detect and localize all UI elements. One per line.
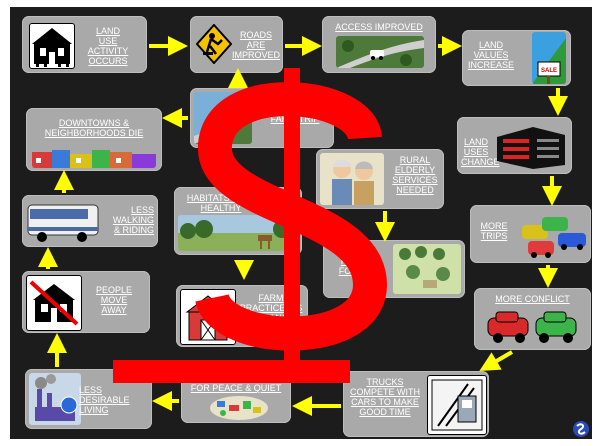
step-access-improved-label: ACCESS IMPROVED [335,22,423,32]
step-less-desirable-label: LESS DESIRABLE LIVING [79,385,130,415]
step-trucks-compete: TRUCKS COMPETE WITH CARS TO MAKE GOOD TI… [343,371,489,437]
buildings-icon [493,123,569,169]
car-road-icon [336,36,424,68]
step-land-values: LAND VALUES INCREASE SALE [462,30,571,86]
arrow-7 [479,350,514,372]
step-land-use: LAND USE ACTIVITY OCCURS [22,16,147,73]
step-more-conflict: MORE CONFLICT [474,288,591,350]
step-less-desirable: LESS DESIRABLE LIVING [25,369,152,429]
forest-map-icon [393,244,461,294]
step-peace-quiet-label: FOR PEACE & QUIET [190,383,282,393]
car-crash-icon [484,306,582,348]
step-downtowns: DOWNTOWNS & NEIGHBORHOODS DIE [26,108,162,171]
step-habitats-label: HABITATS LESS HEALTHY [186,193,256,213]
step-roads-improved-label: ROADS ARE IMPROVED [232,30,281,60]
step-less-walking: LESS WALKING & RIDING [22,195,158,247]
road-worker-sign-icon [196,24,232,64]
truck-icon [427,375,487,435]
elderly-couple-icon [320,153,384,205]
step-more-trips-label: MORE TRIPS [480,221,508,241]
svg-text:SALE: SALE [541,68,557,74]
step-less-walking-label: LESS WALKING & RIDING [112,205,154,235]
step-land-values-label: LAND VALUES INCREASE [467,40,514,70]
step-access-improved: ACCESS IMPROVED [322,16,436,73]
step-more-conflict-label: MORE CONFLICT [495,294,570,304]
crossed-house-icon [26,275,82,331]
step-trucks-compete-label: TRUCKS COMPETE WITH CARS TO MAKE GOOD TI… [350,377,420,417]
step-roads-improved: ROADS ARE IMPROVED [190,16,283,73]
step-land-uses-change-label: LAND USES CHANGE [461,137,500,167]
step-rural-elderly: RURAL ELDERLY SERVICES NEEDED [316,149,444,209]
step-downtowns-label: DOWNTOWNS & NEIGHBORHOODS DIE [44,118,144,138]
step-people-move: PEOPLE MOVE AWAY [22,271,150,333]
bus-icon [26,199,100,243]
factory-icon [29,373,81,425]
step-more-trips: MORE TRIPS [470,205,591,263]
corner-logo-icon [572,420,590,438]
house-icon [29,23,75,69]
deer-habitat-icon [178,215,298,251]
step-people-move-label: PEOPLE MOVE AWAY [95,285,133,315]
city-map-icon [209,395,269,421]
traffic-cars-icon [520,211,588,259]
step-land-use-label: LAND USE ACTIVITY OCCURS [87,26,129,66]
storefronts-icon [32,148,156,168]
step-rural-elderly-label: RURAL ELDERLY SERVICES NEEDED [392,155,438,195]
step-land-uses-change: LAND USES CHANGE [457,117,572,174]
for-sale-sign-icon: SALE [532,32,566,84]
